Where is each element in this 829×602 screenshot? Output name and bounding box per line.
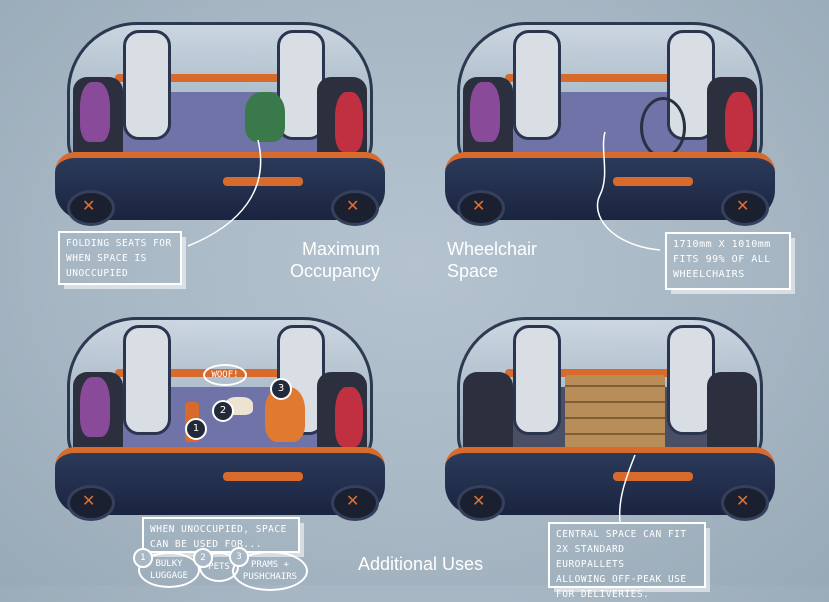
- marker-2: 2: [212, 400, 234, 422]
- note-line: FITS 99% OF ALL: [673, 254, 771, 265]
- note-europallets: CENTRAL SPACE CAN FIT 2X STANDARD EUROPA…: [548, 522, 706, 600]
- use-line: BULKY: [155, 559, 183, 569]
- note-line: CENTRAL SPACE CAN FIT: [556, 529, 687, 540]
- note-line: CAN BE USED FOR...: [150, 539, 262, 550]
- note-line: FOLDING SEATS FOR: [66, 238, 172, 249]
- note-line: UNOCCUPIED: [66, 268, 129, 279]
- use-line: PUSHCHAIRS: [242, 572, 298, 582]
- note-line: FOR DELIVERIES.: [556, 589, 650, 600]
- use-line: PRAMS +: [251, 560, 289, 570]
- use-number-3: 3: [229, 547, 249, 567]
- annotation-lines: [0, 0, 829, 585]
- use-number-2: 2: [193, 548, 213, 568]
- use-number-1: 1: [133, 548, 153, 568]
- marker-1: 1: [185, 418, 207, 440]
- use-line: LUGGAGE: [150, 571, 188, 581]
- note-unoccupied-space: WHEN UNOCCUPIED, SPACE CAN BE USED FOR..…: [142, 517, 300, 553]
- title-additional-uses: Additional Uses: [358, 554, 484, 574]
- vehicle-max-occupancy: [55, 22, 385, 227]
- note-line: WHEN SPACE IS: [66, 253, 147, 264]
- title-line: Space: [447, 261, 499, 281]
- note-wheelchair-dimensions: 1710mm X 1010mm FITS 99% OF ALL WHEELCHA…: [665, 232, 791, 290]
- note-line: WHEN UNOCCUPIED, SPACE: [150, 524, 287, 535]
- note-line: ALLOWING OFF-PEAK USE: [556, 574, 687, 585]
- title-line: Wheelchair: [447, 239, 538, 259]
- woof-speech-bubble: WOOF!: [203, 364, 247, 386]
- title-line: Occupancy: [290, 261, 381, 281]
- note-folding-seats: FOLDING SEATS FOR WHEN SPACE IS UNOCCUPI…: [58, 231, 182, 285]
- vehicle-wheelchair-space: [445, 22, 775, 227]
- title-maximum-occupancy: Maximum Occupancy: [290, 238, 380, 282]
- use-line: PETS: [208, 562, 230, 572]
- title-line: Maximum: [302, 239, 381, 259]
- note-line: 2X STANDARD EUROPALLETS: [556, 544, 625, 570]
- marker-3: 3: [270, 378, 292, 400]
- vehicle-deliveries: [445, 317, 775, 522]
- title-wheelchair-space: Wheelchair Space: [447, 238, 537, 282]
- note-line: 1710mm X 1010mm: [673, 239, 771, 250]
- note-line: WHEELCHAIRS: [673, 269, 745, 280]
